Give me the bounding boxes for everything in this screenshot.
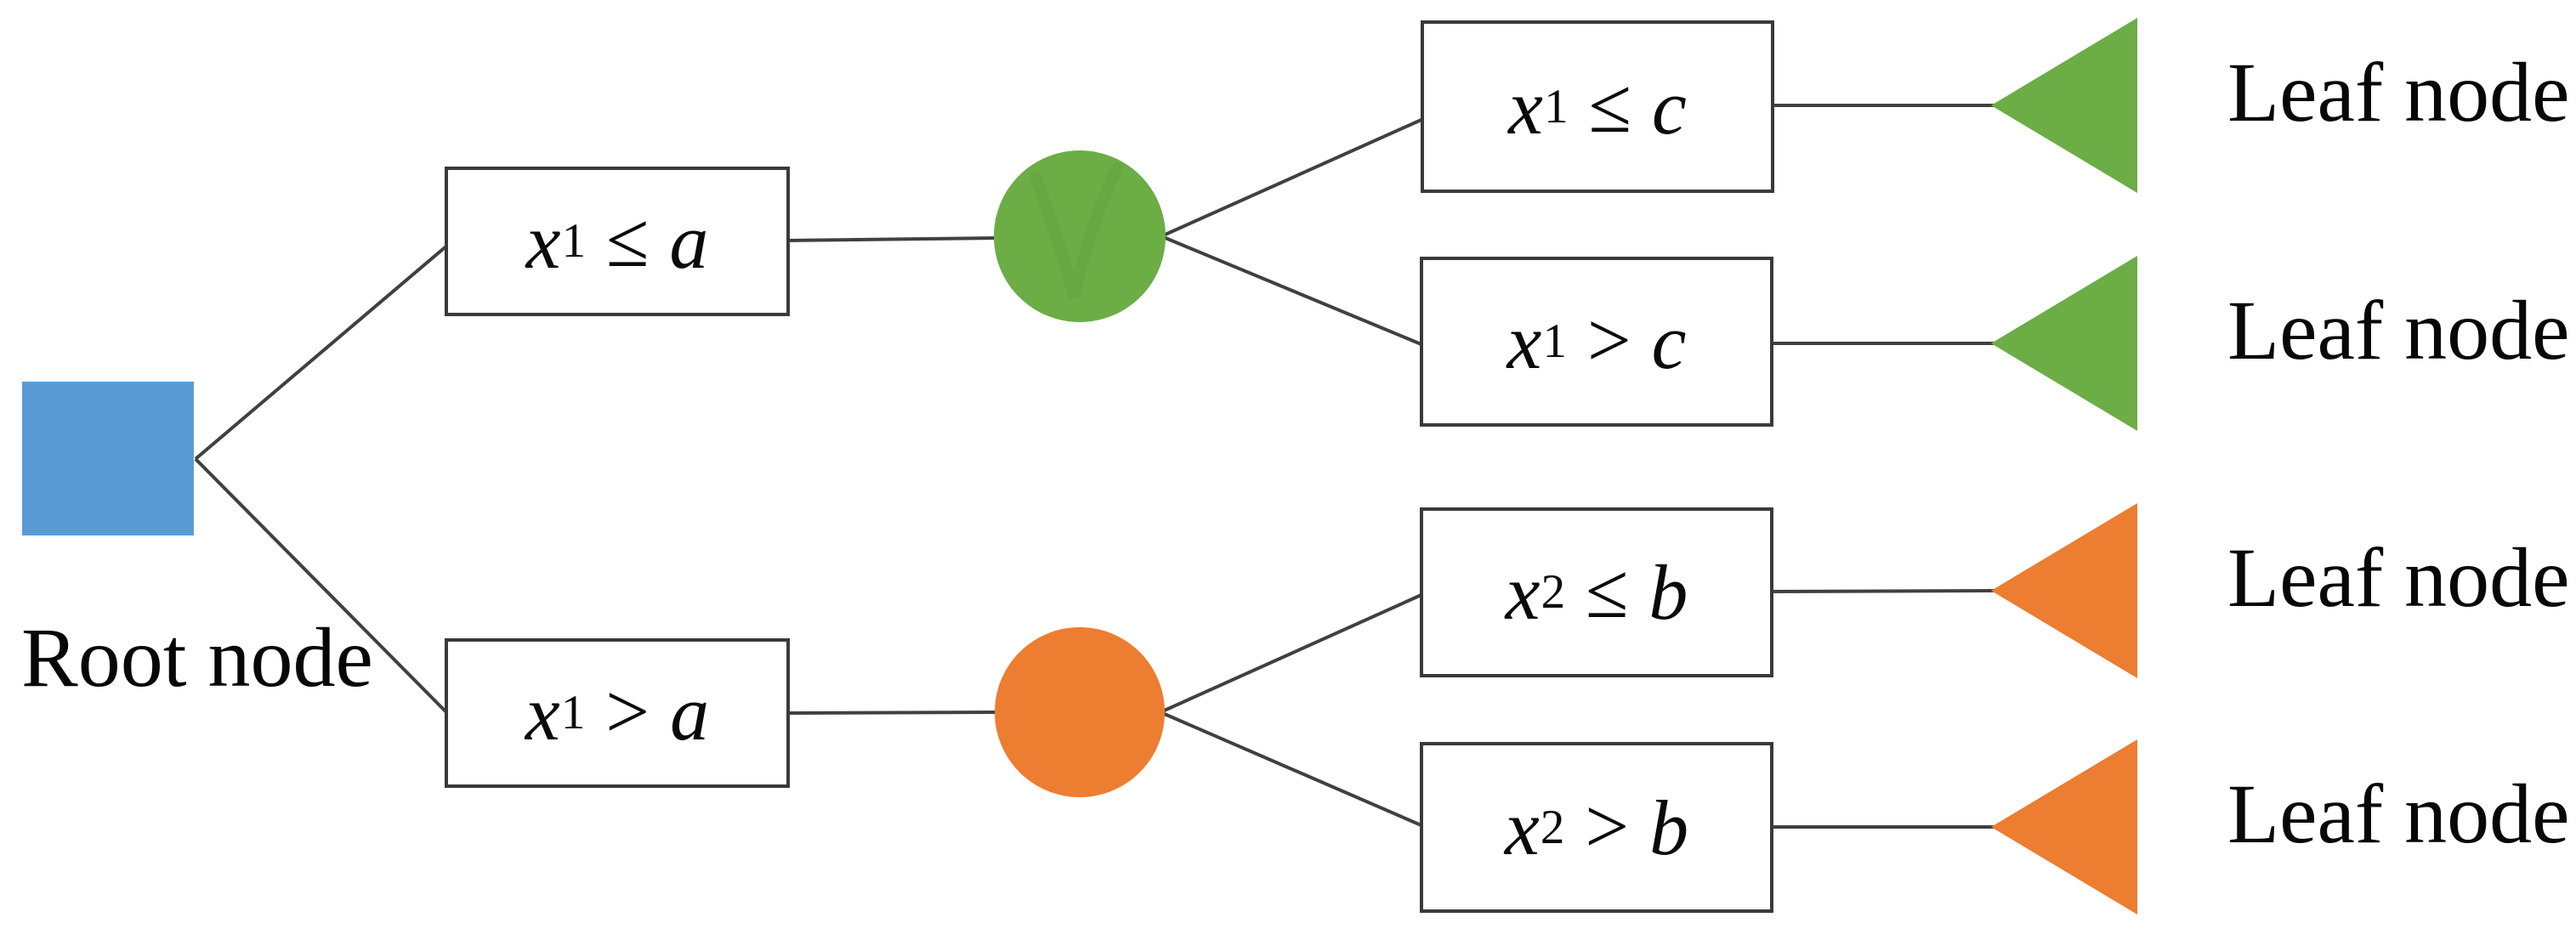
root-node-label: Root node bbox=[21, 610, 373, 705]
connector-edges bbox=[194, 104, 1995, 829]
math-threshold: c bbox=[1651, 298, 1687, 385]
edge-x1-le-a-to-green-circle bbox=[786, 236, 999, 242]
leaf-node-label-1: Leaf node bbox=[2227, 45, 2570, 139]
leaf-triangle-2-green bbox=[1991, 256, 2137, 431]
leaf-triangle-3-orange bbox=[1991, 503, 2137, 678]
math-operator: > bbox=[1586, 297, 1631, 384]
leaf-triangle-1-green bbox=[1991, 18, 2137, 193]
math-operator: ≤ bbox=[606, 196, 650, 284]
edge-x1-gt-a-to-orange-circle bbox=[786, 711, 999, 715]
edge-orange-circle-to-x2-le-b bbox=[1160, 592, 1424, 714]
edge-green-circle-to-x1-le-c bbox=[1160, 117, 1424, 238]
math-threshold: b bbox=[1649, 784, 1689, 871]
leaf-triangle-4-orange bbox=[1991, 739, 2137, 915]
edge-root-to-x1-le-a bbox=[194, 243, 450, 461]
orange-decision-circle bbox=[995, 627, 1165, 797]
edge-root-to-x1-gt-a bbox=[194, 457, 450, 716]
math-threshold: a bbox=[670, 670, 710, 756]
green-decision-circle bbox=[994, 150, 1166, 322]
math-variable: x bbox=[1506, 298, 1542, 385]
math-operator: > bbox=[605, 668, 650, 756]
math-threshold: b bbox=[1648, 549, 1688, 636]
root-node-square bbox=[22, 382, 194, 535]
leaf-node-label-2: Leaf node bbox=[2227, 283, 2570, 377]
math-variable: x bbox=[1505, 549, 1540, 636]
edge-orange-circle-to-x2-gt-b bbox=[1160, 711, 1424, 828]
edge-green-circle-to-x1-gt-c bbox=[1160, 235, 1424, 347]
math-threshold: c bbox=[1651, 63, 1687, 150]
math-threshold: a bbox=[669, 198, 709, 285]
edge-x2-le-b-to-leaf-3 bbox=[1771, 589, 1995, 593]
math-operator: ≤ bbox=[1586, 547, 1629, 635]
math-variable: x bbox=[525, 198, 561, 285]
green-circle-check-watermark bbox=[1030, 162, 1123, 299]
math-variable: x bbox=[1508, 63, 1544, 150]
math-variable: x bbox=[1504, 784, 1540, 871]
math-operator: ≤ bbox=[1588, 61, 1632, 149]
leaf-node-label-4: Leaf node bbox=[2227, 767, 2570, 861]
math-operator: > bbox=[1585, 782, 1630, 869]
leaf-node-label-3: Leaf node bbox=[2227, 530, 2570, 625]
math-variable: x bbox=[525, 670, 560, 756]
